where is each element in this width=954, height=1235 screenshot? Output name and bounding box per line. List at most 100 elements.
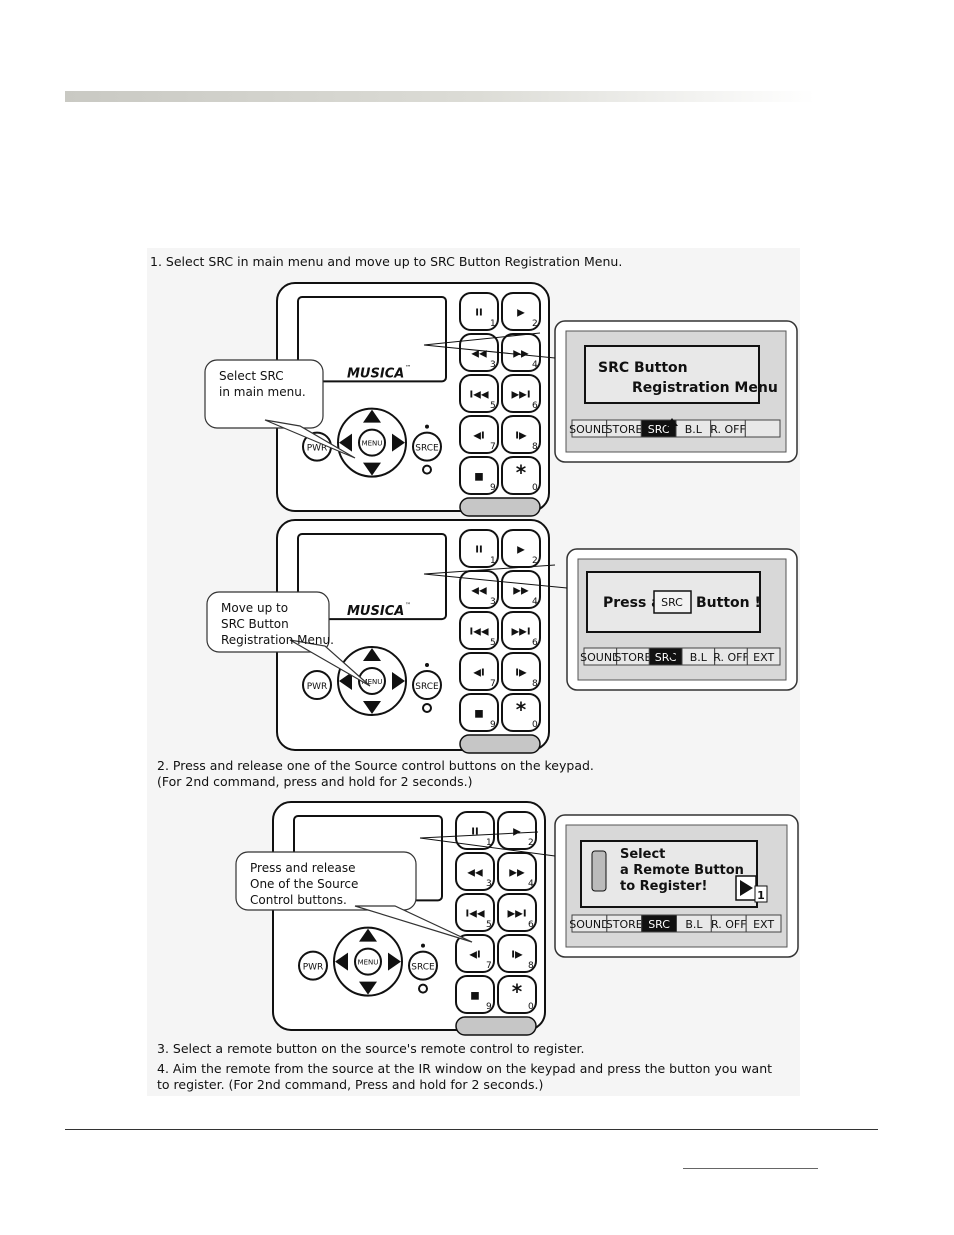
key-frame[interactable] [497,934,537,973]
keypad-key-0[interactable]: *0 [497,975,537,1014]
nav-right-arrow-icon[interactable] [392,433,405,452]
keypad-key-1[interactable]: II1 [459,529,499,568]
key-frame[interactable] [501,611,541,650]
nav-down-arrow-icon[interactable] [359,981,377,995]
key-glyph: I◀◀ [469,627,488,638]
key-frame[interactable] [459,292,499,331]
keypad-key-8[interactable]: I▶8 [497,934,537,973]
key-glyph: ■ [474,472,483,483]
menu-button[interactable] [358,667,386,695]
key-frame[interactable] [501,292,541,331]
keypad-key-5[interactable]: I◀◀5 [459,611,499,650]
keypad-key-0[interactable]: *0 [501,693,541,732]
keypad-key-6[interactable]: ▶▶I6 [501,611,541,650]
menu-item-label: R. OFF [710,423,746,436]
menu-button[interactable] [358,428,386,457]
key-frame[interactable] [459,693,499,732]
nav-up-arrow-icon[interactable] [363,409,381,423]
menu-item-ext[interactable] [746,647,781,666]
key-frame[interactable] [459,374,499,413]
key-frame[interactable] [501,415,541,454]
menu-button[interactable] [354,947,382,976]
keypad-key-1[interactable]: II1 [455,811,495,850]
source-button[interactable] [412,431,442,462]
nav-right-arrow-icon[interactable] [388,952,401,971]
menu-item-ext[interactable] [745,914,782,933]
step-4-text-cont: to register. (For 2nd command, Press and… [157,1077,544,1092]
nav-right-arrow-icon[interactable] [392,672,405,690]
callout-tail [289,639,371,687]
keypad-key-1[interactable]: II1 [459,292,499,331]
nav-left-arrow-icon[interactable] [339,672,352,690]
keypad-key-7[interactable]: ◀I7 [459,652,499,691]
key-frame[interactable] [455,811,495,850]
nav-down-arrow-icon[interactable] [363,462,381,476]
key-frame[interactable] [497,893,537,932]
nav-up-arrow-icon[interactable] [363,648,381,661]
wide-bar-button[interactable] [459,497,541,517]
keypad-key-6[interactable]: ▶▶I6 [501,374,541,413]
key-frame[interactable] [455,975,495,1014]
nav-left-arrow-icon[interactable] [339,433,352,452]
wide-bar-button[interactable] [459,734,541,754]
power-label: PWR [303,963,324,973]
keypad-key-2[interactable]: ▶2 [501,529,541,568]
src-key-label: SRC [661,596,683,609]
key-frame[interactable] [459,529,499,568]
key-frame[interactable] [455,852,495,891]
keypad-key-9[interactable]: ■9 [459,693,499,732]
callout-line: in main menu. [219,385,306,399]
keypad-key-8[interactable]: I▶8 [501,652,541,691]
key-number: 7 [490,679,496,689]
index-box [754,885,768,903]
nav-left-arrow-icon[interactable] [335,952,348,971]
power-button[interactable] [298,950,328,981]
key-frame[interactable] [497,811,537,850]
key-frame[interactable] [501,652,541,691]
keypad-key-2[interactable]: ▶2 [497,811,537,850]
key-frame[interactable] [501,456,541,495]
keypad-key-5[interactable]: I◀◀5 [455,893,495,932]
key-frame[interactable] [497,852,537,891]
keypad-key-6[interactable]: ▶▶I6 [497,893,537,932]
power-button[interactable] [302,670,332,700]
keypad-key-3[interactable]: ◀◀3 [455,852,495,891]
callout-line: Select SRC [219,369,284,383]
key-frame[interactable] [459,415,499,454]
bottom-divider [65,1129,878,1130]
keypad-key-8[interactable]: I▶8 [501,415,541,454]
key-frame[interactable] [455,934,495,973]
keypad-key-7[interactable]: ◀I7 [455,934,495,973]
keypad-key-9[interactable]: ■9 [455,975,495,1014]
menu-item-label: B.L [690,651,708,664]
nav-up-arrow-icon[interactable] [359,928,377,942]
key-frame[interactable] [501,693,541,732]
nav-down-arrow-icon[interactable] [363,701,381,714]
key-glyph: * [512,980,523,1004]
key-glyph: II [475,545,482,556]
source-button[interactable] [412,670,442,700]
key-number: 8 [532,442,538,452]
keypad-key-2[interactable]: ▶2 [501,292,541,331]
key-glyph: ▶▶I [511,627,530,638]
leader-line [423,344,556,359]
keypad-key-0[interactable]: *0 [501,456,541,495]
wide-bar-button[interactable] [455,1016,537,1036]
source-button[interactable] [408,950,438,981]
key-frame[interactable] [455,893,495,932]
key-frame[interactable] [459,652,499,691]
key-frame[interactable] [501,374,541,413]
keypad-key-7[interactable]: ◀I7 [459,415,499,454]
keypad-key-3[interactable]: ◀◀3 [459,570,499,609]
keypad-key-4[interactable]: ▶▶4 [501,333,541,372]
menu-item-blank[interactable] [744,419,781,438]
keypad-key-4[interactable]: ▶▶4 [501,570,541,609]
key-frame[interactable] [501,570,541,609]
key-frame[interactable] [497,975,537,1014]
keypad-key-5[interactable]: I◀◀5 [459,374,499,413]
key-frame[interactable] [459,611,499,650]
keypad-key-4[interactable]: ▶▶4 [497,852,537,891]
key-frame[interactable] [459,456,499,495]
keypad-key-9[interactable]: ■9 [459,456,499,495]
